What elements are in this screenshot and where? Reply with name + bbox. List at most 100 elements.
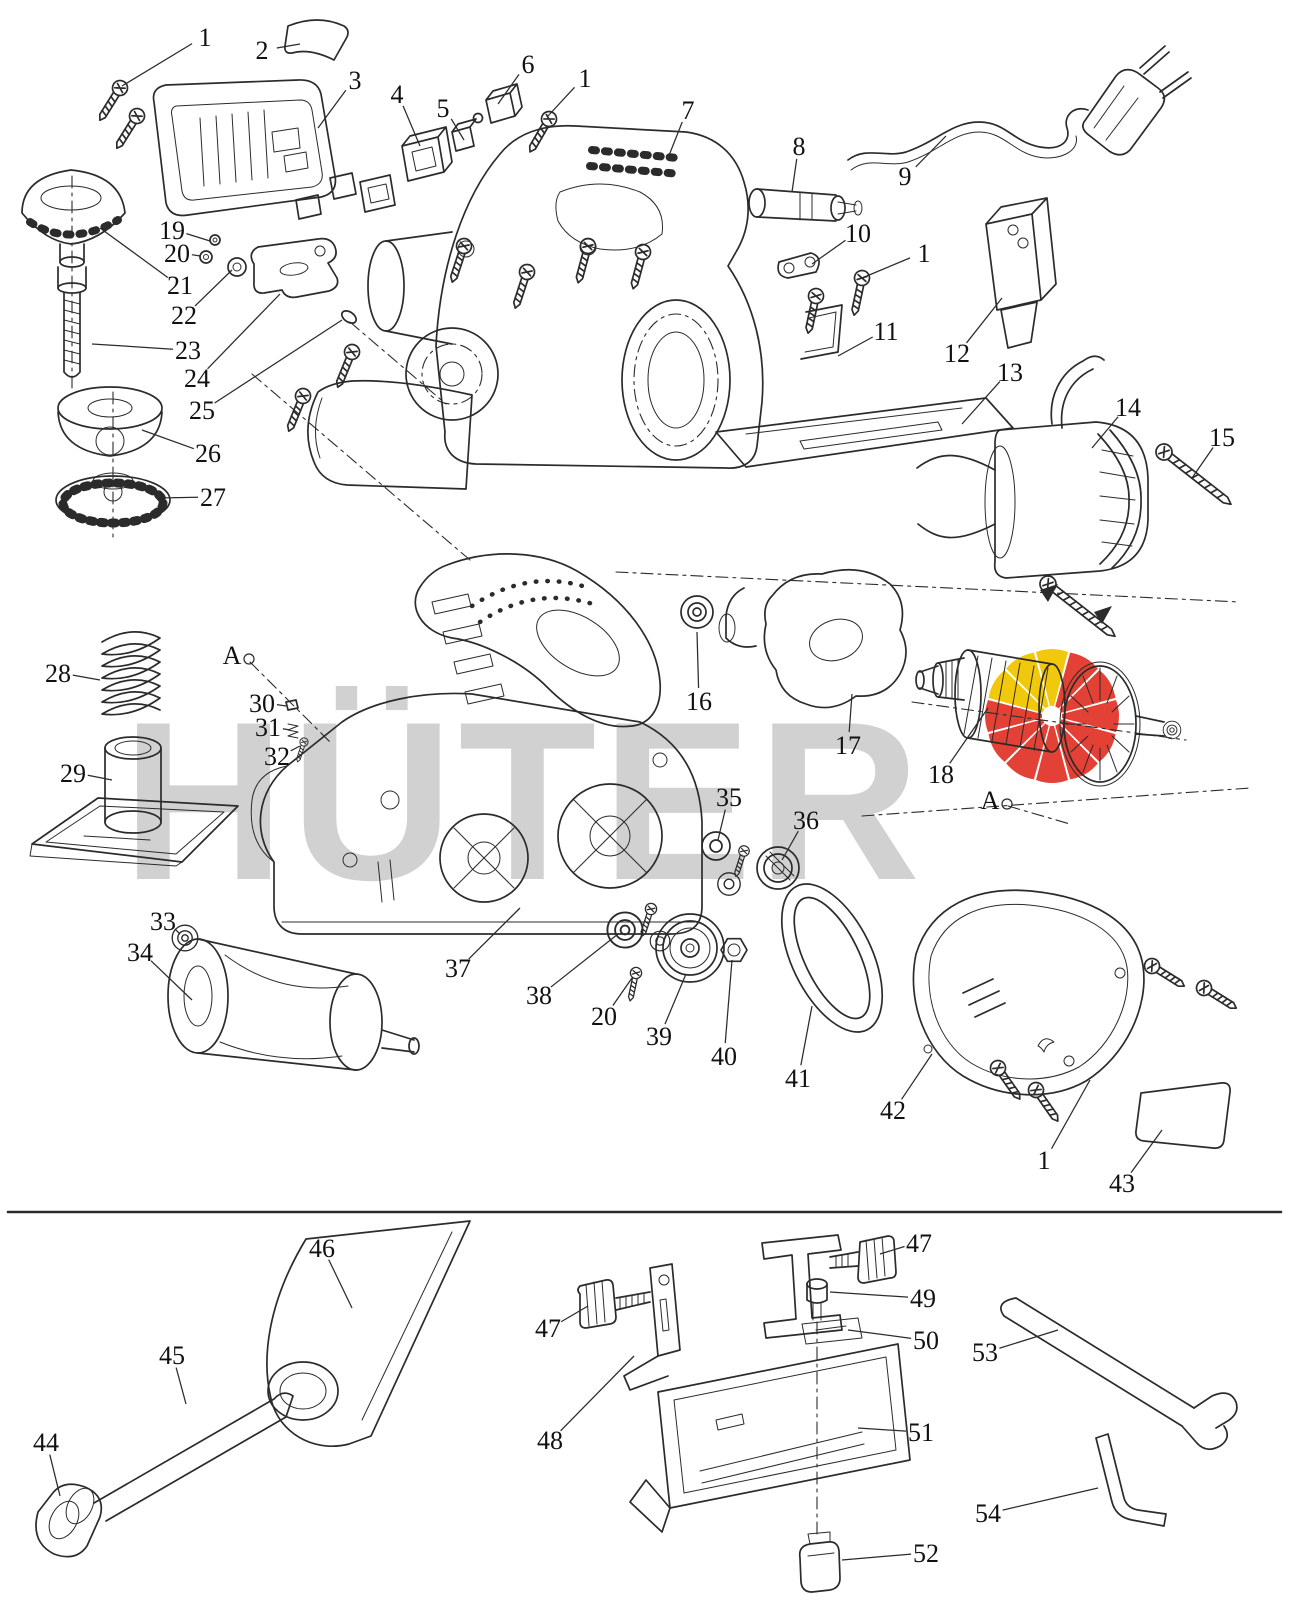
callout-leader-line — [560, 1355, 635, 1432]
part-number-label: 17 — [835, 731, 861, 760]
part-number-label: 25 — [189, 396, 215, 425]
part-number-label: 6 — [522, 50, 535, 79]
callout-leader-line — [49, 1454, 61, 1497]
callout-leader-line — [841, 1553, 912, 1561]
part-number-label: 9 — [899, 162, 912, 191]
part-number-label: 48 — [537, 1426, 563, 1455]
section-marker-label: A — [981, 786, 1000, 815]
callout-leader-line — [121, 43, 193, 87]
callout-leader-line — [879, 1245, 905, 1255]
part-number-label: 19 — [159, 216, 185, 245]
callout-leader-line — [829, 1291, 909, 1298]
part-45-extension-tube — [93, 1392, 294, 1522]
part-number-label: 38 — [526, 981, 552, 1010]
part-number-label: 4 — [391, 80, 404, 109]
callout-leader-line — [317, 89, 347, 129]
part-52-clamp-knob — [798, 1531, 841, 1593]
part-47-knob-bolt-right — [829, 1235, 897, 1284]
callout-leader-line — [837, 336, 873, 357]
part-number-label: 12 — [944, 339, 970, 368]
part-number-label: 43 — [1109, 1169, 1135, 1198]
part-16-bearing — [680, 595, 714, 629]
callout-leader-line — [99, 227, 169, 278]
part-33-bearing — [171, 924, 199, 952]
part-number-label: 36 — [793, 806, 819, 835]
part-number-label: 47 — [535, 1314, 561, 1343]
part-number-label: 28 — [45, 659, 71, 688]
part-28-spring — [101, 631, 161, 716]
callout-leader-line — [214, 319, 343, 404]
part-number-label: 21 — [167, 271, 193, 300]
callout-leader-line — [857, 1427, 907, 1432]
part-number-label: 41 — [785, 1064, 811, 1093]
callout-leader-line — [276, 703, 287, 707]
callout-leader-line — [696, 631, 700, 689]
part-number-label: 2 — [256, 36, 269, 65]
part-number-label: 33 — [150, 907, 176, 936]
callout-leader-line — [1050, 1079, 1091, 1150]
part-number-label: 11 — [873, 317, 898, 346]
part-53-spanner — [1000, 1297, 1238, 1451]
callout-leader-line — [999, 1329, 1059, 1349]
part-49-bolt — [806, 1278, 828, 1539]
callout-leader-line — [328, 1259, 353, 1309]
part-number-label: 42 — [880, 1096, 906, 1125]
callout-leader-line — [150, 960, 193, 1001]
part-17-bearing-cover — [718, 568, 907, 709]
part-15-long-screws — [1035, 439, 1237, 644]
section-marker-label: A — [223, 641, 242, 670]
screws-part-1-right — [986, 954, 1242, 1127]
callout-leader-line — [450, 118, 465, 141]
callout-leader-line — [402, 105, 421, 147]
callout-leader-line — [87, 774, 113, 781]
part-3-housing-cover — [152, 79, 337, 217]
part-number-label: 34 — [127, 938, 153, 967]
callout-leader-line — [191, 254, 201, 257]
callout-leader-line — [1191, 447, 1214, 479]
part-number-label: 20 — [164, 239, 190, 268]
callout-leader-line — [664, 973, 687, 1025]
section-marker-circle — [1001, 798, 1013, 810]
part-44-tube-adapter — [35, 1483, 103, 1558]
callout-leader-line — [861, 257, 911, 279]
part-41-drive-belt — [780, 883, 884, 1033]
part-number-label: 26 — [195, 439, 221, 468]
part-number-label: 54 — [975, 1499, 1001, 1528]
callout-leader-line — [901, 1053, 933, 1100]
part-number-label: 14 — [1115, 393, 1141, 422]
callout-leader-line — [847, 1329, 912, 1339]
section-marker-circle — [243, 653, 255, 665]
part-number-label: 15 — [1209, 423, 1235, 452]
part-7-main-housing-upper — [280, 124, 764, 490]
part-number-label: 39 — [646, 1022, 672, 1051]
part-number-label: 22 — [171, 301, 197, 330]
part-2-cover-flap — [284, 19, 349, 61]
part-number-label: 53 — [972, 1338, 998, 1367]
part-8-side-handle — [748, 188, 863, 222]
part-number-label: 44 — [33, 1428, 59, 1457]
part-number-label: 27 — [200, 483, 226, 512]
part-number-label: 40 — [711, 1042, 737, 1071]
callout-leader-line — [966, 297, 1003, 344]
callout-leader-line — [282, 728, 291, 731]
part-number-label: 1 — [579, 64, 592, 93]
callout-leader-line — [290, 745, 301, 752]
part-9-power-cord — [847, 45, 1192, 171]
part-number-label: 20 — [591, 1002, 617, 1031]
part-number-label: 47 — [906, 1229, 932, 1258]
callout-leader-line — [667, 121, 683, 159]
callout-leader-line — [724, 959, 733, 1044]
part-43-label-sticker — [1135, 1082, 1231, 1149]
part-number-label: 10 — [845, 219, 871, 248]
callout-leader-line — [791, 158, 798, 193]
callout-leader-line — [717, 809, 726, 841]
callout-leader-line — [550, 933, 619, 988]
part-14-stator — [916, 355, 1149, 579]
part-number-label: 3 — [349, 66, 362, 95]
part-number-label: 7 — [682, 96, 695, 125]
parts-30-31-32-fasteners — [285, 699, 310, 764]
callout-leader-line — [800, 1005, 813, 1066]
callout-leader-line — [276, 43, 301, 49]
part-number-label: 16 — [686, 687, 712, 716]
part-46-dust-chute — [266, 1220, 471, 1448]
